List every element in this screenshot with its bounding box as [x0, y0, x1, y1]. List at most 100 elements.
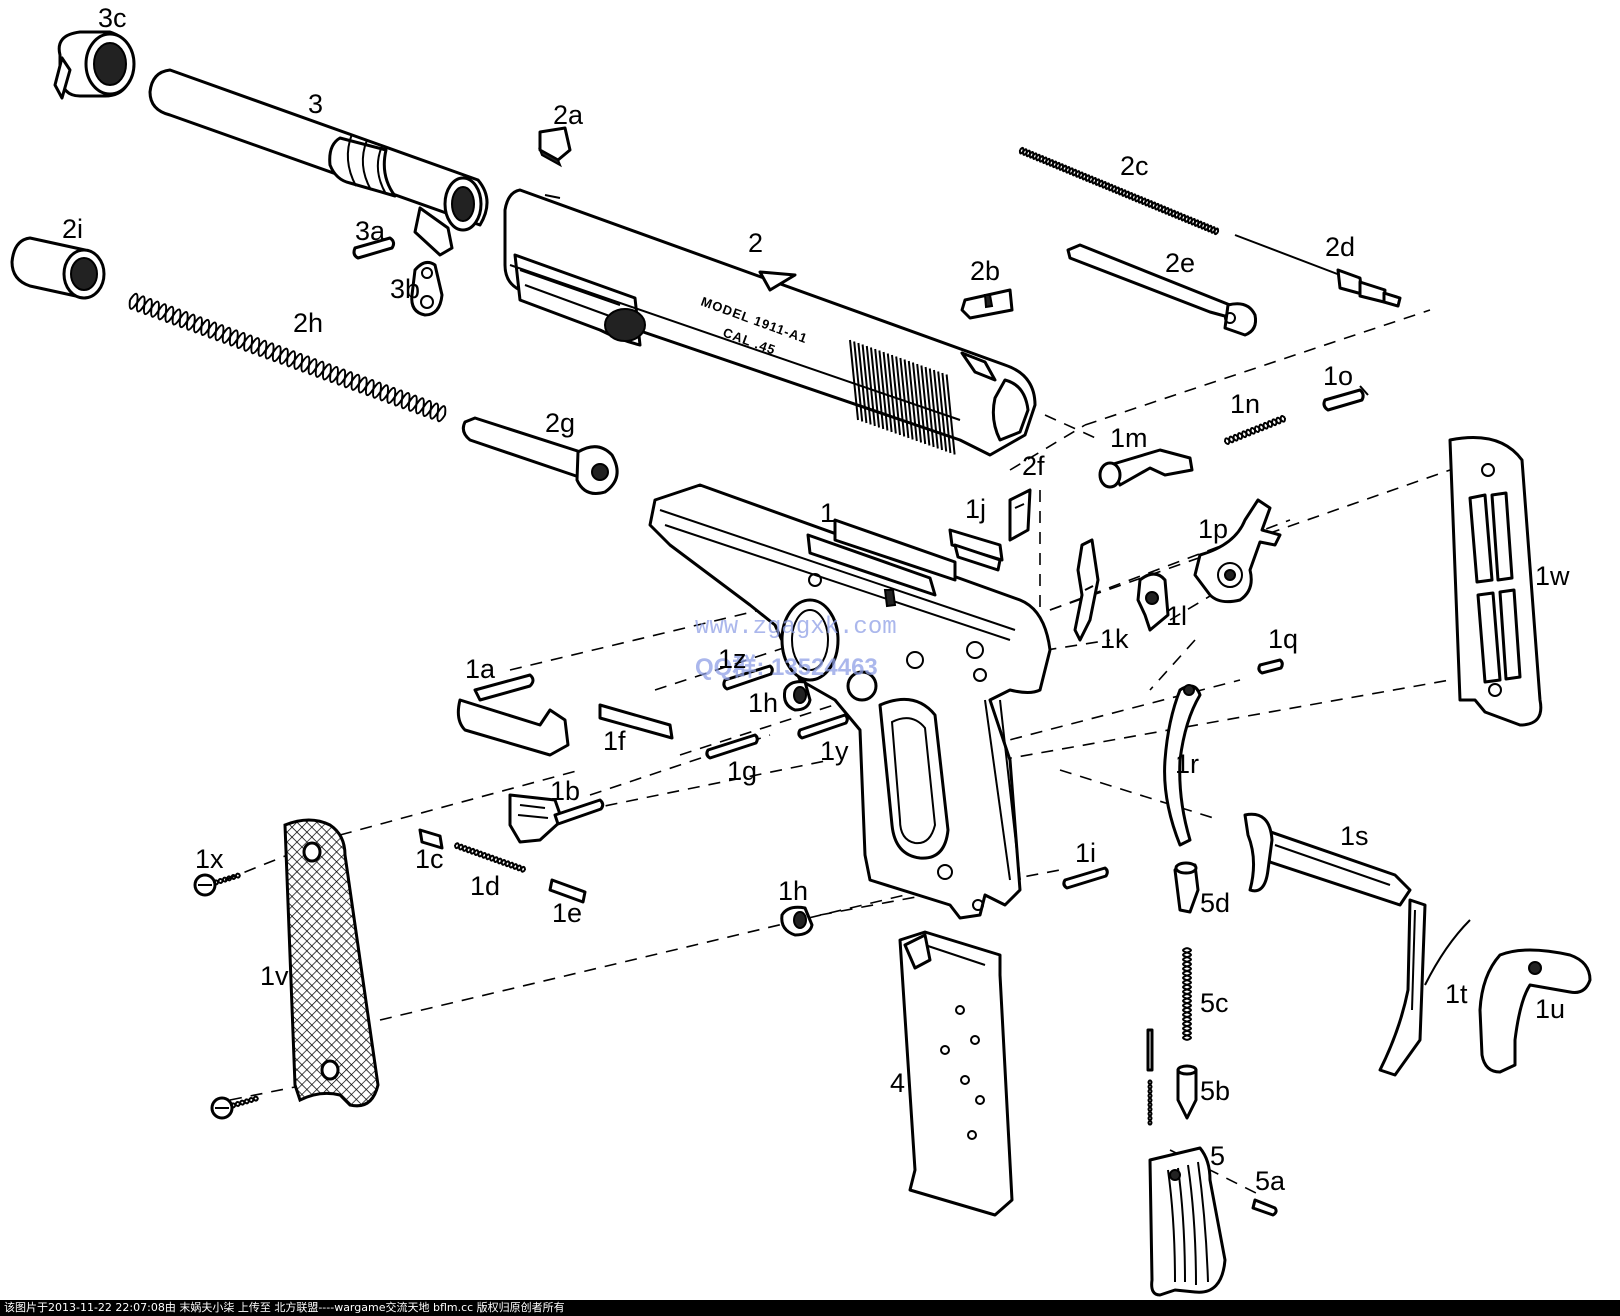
label-1m: 1m [1110, 423, 1148, 453]
label-1a: 1a [465, 654, 496, 684]
magazine-catch-1m [1098, 448, 1194, 489]
extractor-2e [1066, 243, 1257, 337]
label-1j: 1j [965, 494, 986, 524]
mainspring-cap-5d [1173, 861, 1200, 914]
rear-sight-2b [960, 288, 1014, 320]
slide-stop-1a [456, 673, 570, 757]
magazine-4 [898, 930, 1014, 1217]
label-4: 4 [890, 1068, 905, 1098]
label-1i: 1i [1075, 838, 1096, 868]
trigger-1s [1243, 812, 1412, 907]
thumb-safety-1b [508, 793, 605, 844]
label-1z: 1z [718, 644, 747, 674]
label-1p: 1p [1198, 514, 1228, 544]
label-2: 2 [748, 228, 763, 258]
label-2h: 2h [293, 308, 323, 338]
label-1e: 1e [552, 898, 582, 928]
label-5a: 5a [1255, 1166, 1286, 1196]
label-3b: 3b [390, 274, 420, 304]
part-labels: 3c 3 3a 3b 2i 2h 2g 2a 2 2b 2c 2d 2e 2f … [62, 3, 1570, 1196]
label-2a: 2a [553, 100, 584, 130]
label-1s: 1s [1340, 821, 1369, 851]
recoil-spring-guide-2g [461, 416, 619, 495]
label-1t: 1t [1445, 979, 1468, 1009]
label-2d: 2d [1325, 232, 1355, 262]
recoil-spring-2h [128, 292, 447, 423]
label-1f: 1f [603, 726, 626, 756]
slide-2: MODEL 1911-A1 CAL .45 [503, 188, 1037, 457]
sear-pin-1f [598, 703, 674, 740]
pins-5-small [1146, 1028, 1154, 1126]
label-1c: 1c [415, 844, 444, 874]
label-5c: 5c [1200, 988, 1229, 1018]
label-5: 5 [1210, 1141, 1225, 1171]
label-1y: 1y [820, 736, 849, 766]
mainspring-cap-pin-retainer-5b [1176, 1064, 1198, 1120]
sear-1l [1136, 572, 1170, 632]
label-1o: 1o [1323, 361, 1353, 391]
grip-screw-bushing-1h-bottom [780, 905, 814, 937]
ejector-1j [948, 528, 1004, 572]
barrel-bushing-3c [53, 30, 136, 100]
recoil-spring-plug-2i [10, 236, 106, 300]
sear-spring-1t [1378, 898, 1471, 1077]
label-3a: 3a [355, 216, 386, 246]
label-1h-top: 1h [748, 688, 778, 718]
grip-safety-1u [1478, 948, 1592, 1074]
label-1b: 1b [550, 776, 580, 806]
pin-1i [1062, 866, 1109, 890]
label-1h-bottom: 1h [778, 876, 808, 906]
label-2b: 2b [970, 256, 1000, 286]
barrel-3 [148, 68, 489, 257]
watermark-qq: QQ群: 13524463 [695, 654, 878, 681]
label-2f: 2f [1022, 451, 1045, 481]
barrel-link-3b [410, 260, 444, 317]
front-sight-2a [538, 126, 572, 168]
grip-screw-1x-top [193, 872, 241, 897]
slide-serrations [849, 339, 956, 455]
label-1w: 1w [1535, 561, 1570, 591]
pin-1z [722, 664, 774, 691]
label-5d: 5d [1200, 888, 1230, 918]
magazine-catch-spring-1n [1223, 415, 1287, 445]
label-2c: 2c [1120, 151, 1149, 181]
plunger-spring-1d [454, 842, 526, 873]
label-1x: 1x [195, 844, 224, 874]
label-2g: 2g [545, 408, 575, 438]
label-1r: 1r [1175, 749, 1199, 779]
plunger-1c [418, 828, 444, 850]
hammer-strut-pin-1q [1257, 658, 1284, 675]
watermark-site: www.zgagxk.com [695, 614, 897, 641]
mainspring-housing-5 [1148, 1146, 1227, 1297]
grip-panel-right-1w [1448, 436, 1543, 727]
mainspring-5c [1182, 947, 1192, 1041]
pin-1y [797, 713, 849, 740]
firing-pin-2d [1234, 234, 1402, 308]
hammer-strut-1r [1163, 684, 1202, 847]
label-5b: 5b [1200, 1076, 1230, 1106]
disconnector-1k [1073, 538, 1100, 642]
label-1l: 1l [1166, 601, 1187, 631]
frame-1 [648, 483, 1052, 920]
grip-panel-left-1v [283, 818, 380, 1108]
label-1u: 1u [1535, 994, 1565, 1024]
grip-screw-1x-bottom [210, 1095, 259, 1120]
label-2e: 2e [1165, 248, 1195, 278]
firing-pin-stop-2f [1008, 488, 1032, 542]
hammer-1p [1193, 498, 1282, 604]
label-1q: 1q [1268, 624, 1298, 654]
footer-caption: 该图片于2013-11-22 22:07:08由 末娲夫小柒 上传至 北方联盟-… [0, 1300, 1620, 1316]
label-1v: 1v [260, 961, 289, 991]
magazine-catch-lock-1o [1322, 385, 1369, 412]
plunger-1e [548, 878, 587, 904]
label-3c: 3c [98, 3, 127, 33]
grip-screw-bushing-1h-top [783, 680, 812, 712]
firing-pin-spring-2c [1018, 146, 1220, 236]
label-3: 3 [308, 89, 323, 119]
label-1: 1 [820, 498, 835, 528]
label-2i: 2i [62, 214, 83, 244]
link-pin-3a [352, 236, 396, 260]
label-1d: 1d [470, 871, 500, 901]
label-1k: 1k [1100, 624, 1129, 654]
